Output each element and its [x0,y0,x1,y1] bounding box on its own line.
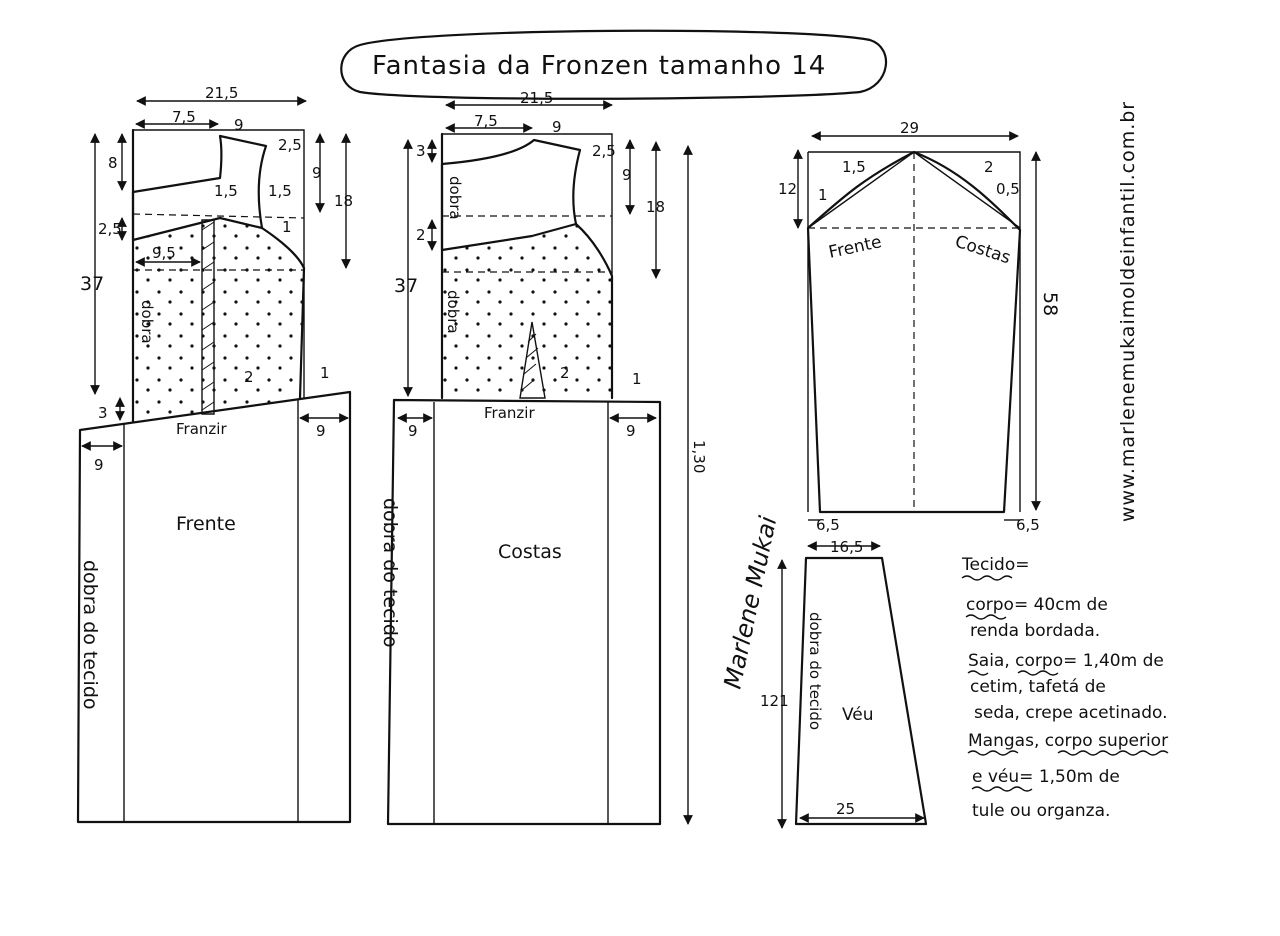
back-yoke [440,138,582,252]
front-length-label: 37 [80,273,104,295]
front-skirt: 9 9 Frente dobra do tecido [76,390,352,824]
back-width-label: 21,5 [520,89,553,107]
signature: Marlene Mukai [718,513,782,691]
back-skirt-fold-label: dobra do tecido [379,498,401,648]
front-width-label: 21,5 [205,84,238,102]
front-lace-area [133,218,304,422]
back-yoke-depth-label: 9 [622,166,632,184]
front-neck-depth-label: 8 [108,154,118,172]
signature-text: Marlene Mukai [718,513,782,691]
front-bust-width-label: 9,5 [152,244,176,262]
title-banner: Fantasia da Fronzen tamanho 14 [340,29,888,100]
fabric-line4: cetim, tafetá de [970,677,1106,697]
front-skirt-fold-label: dobra do tecido [79,560,101,710]
sleeve-cap-back-small-label: 0,5 [996,180,1020,198]
sleeve-width-label: 29 [900,119,919,137]
back-shoulder-label: 9 [552,118,562,136]
front-shoulder-label: 9 [234,116,244,134]
front-skirt-ext-left-label: 9 [94,456,104,474]
front-side-mark-label: 1,5 [268,182,292,200]
front-bodice: 21,5 7,5 9 2,5 8 9 18 1,5 1,5 1 2,5 9,5 … [80,84,353,438]
back-skirt-ext-right-label: 9 [626,422,636,440]
back-side-mark-low-label: 1 [632,370,642,388]
fabric-line7-key: e véu [972,767,1019,787]
front-side-mark-low-label: 1 [320,364,330,382]
svg-text:Mangas, corpo superior: Mangas, corpo superior [968,731,1168,751]
back-dart-mark-label: 2 [560,364,570,382]
veil-top-width-label: 16,5 [830,538,863,556]
sleeve-hem-left-label: 6,5 [816,516,840,534]
back-skirt-label: Costas [498,541,562,563]
fabric-line3-rest: = 1,40m de [1063,651,1164,671]
veil-fold-label: dobra do tecido [806,612,824,730]
title-text: Fantasia da Fronzen tamanho 14 [372,51,826,81]
veil-bottom-width-label: 25 [836,800,855,818]
front-waist-drop-label: 3 [98,404,108,422]
back-lace-area [442,224,612,398]
front-yoke-lower-label: 2,5 [98,220,122,238]
veil-length-label: 121 [760,692,789,710]
sleeve-front-label: Frente [827,232,884,263]
fabric-line1-key: corpo [966,595,1014,615]
back-neck-width-label: 7,5 [474,112,498,130]
svg-text:corpo= 40cm de: corpo= 40cm de [966,595,1108,615]
fabric-heading: Tecido= [961,555,1029,575]
sleeve-cap-back-label: 2 [984,158,994,176]
fabric-line3-key2: corpo [1015,651,1063,671]
back-bodice-fold-label: dobra [444,290,462,334]
fabric-line5: seda, crepe acetinado. [974,703,1168,723]
fabric-line6-key2: corpo superior [1045,731,1168,751]
sleeve-hem-right-label: 6,5 [1016,516,1040,534]
fabric-line7-rest: = 1,50m de [1019,767,1120,787]
front-skirt-outline [76,390,352,824]
front-gather-label: Franzir [176,420,227,438]
back-armhole-depth-label: 18 [646,198,665,216]
front-yoke [131,134,268,242]
svg-text:Saia, corpo= 1,40m de: Saia, corpo= 1,40m de [968,651,1164,671]
sleeve-length-label: 58 [1039,292,1061,316]
front-skirt-ext-right-label: 9 [316,422,326,440]
back-neck-depth-label: 3 [416,142,426,160]
front-skirt-label: Frente [176,513,236,535]
fabric-line6-key1: Mangas [968,731,1034,751]
fabric-line3-key1: Saia [968,651,1004,671]
veil-outline [794,556,928,826]
front-neck-width-label: 7,5 [172,108,196,126]
skirt-total-length-label: 1,30 [690,440,708,473]
front-dart-depth-label: 1,5 [214,182,238,200]
veil-label: Véu [842,705,874,725]
back-yoke-lower-label: 2 [416,226,426,244]
sleeve-cap-front-small-label: 1 [818,186,828,204]
front-dart-mark-label: 2 [244,368,254,386]
front-one-mark-label: 1 [282,218,292,236]
front-bodice-fold-label: dobra [138,300,156,344]
back-yoke-fold-label: dobra [446,176,464,220]
fabric-line2: renda bordada. [970,621,1100,641]
fabric-line8: tule ou organza. [972,801,1110,821]
veil: 16,5 25 121 Véu dobra do tecido [760,538,928,829]
sleeve-back-label: Costas [952,232,1013,269]
back-shoulder-drop-label: 2,5 [592,142,616,160]
sleeve-cap-height-label: 12 [778,180,797,198]
back-bodice: 21,5 7,5 9 2,5 3 9 18 2 37 2 1 dobra dob… [394,89,665,422]
fabric-line1-rest: = 40cm de [1014,595,1108,615]
svg-text:e véu= 1,50m de: e véu= 1,50m de [972,767,1120,787]
back-gather-label: Franzir [484,404,535,422]
back-skirt-ext-left-label: 9 [408,422,418,440]
back-skirt-outline [386,398,662,826]
website-text: www.marlenemukaimoldeinfantil.com.br [1117,101,1139,522]
back-length-label: 37 [394,275,418,297]
front-shoulder-drop-label: 2,5 [278,136,302,154]
front-armhole-depth-label: 18 [334,192,353,210]
front-yoke-depth-label: 9 [312,164,322,182]
fabric-notes: Tecido= corpo= 40cm de renda bordada. Sa… [961,555,1169,821]
back-dart [519,321,546,399]
sleeve: 29 12 1,5 1 2 0,5 58 Frente Costas 6,5 6… [778,119,1061,534]
back-skirt: 9 9 Costas dobra do tecido 1,30 [379,145,708,826]
front-dart [201,219,215,415]
sleeve-cap-front-label: 1,5 [842,158,866,176]
